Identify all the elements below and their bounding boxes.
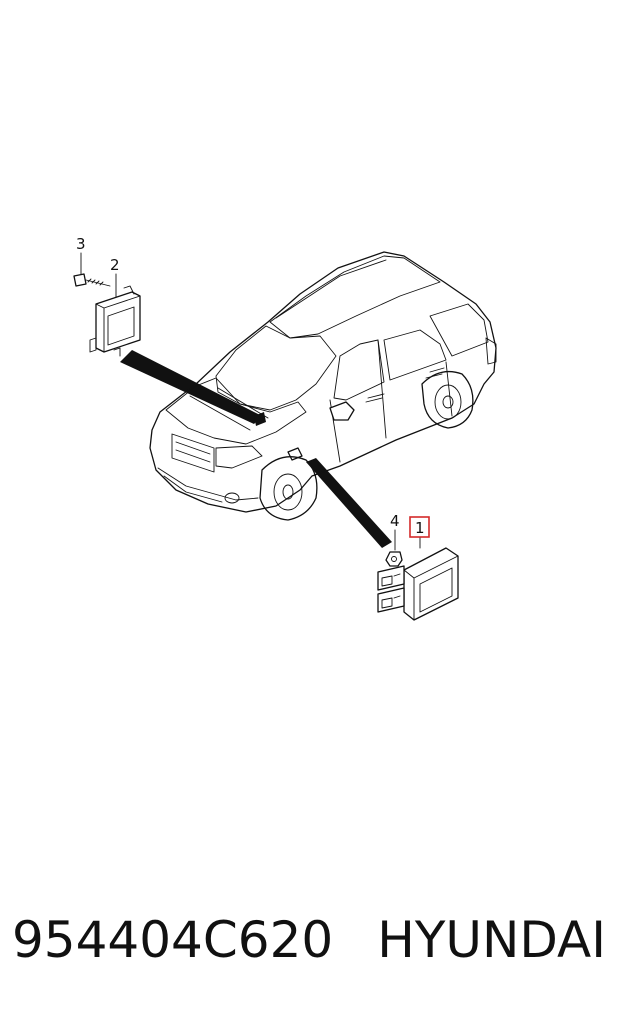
callout-2-label: 2 xyxy=(110,256,120,274)
brand-name: HYUNDAI xyxy=(377,911,606,969)
callout-3[interactable]: 3 xyxy=(76,235,86,253)
nut-part xyxy=(385,551,403,567)
pointer-arrow-upper xyxy=(120,350,262,424)
callout-2[interactable]: 2 xyxy=(110,256,120,274)
callout-4-label: 4 xyxy=(390,512,400,530)
vehicle-suv xyxy=(149,251,497,521)
bracket-part xyxy=(89,285,141,357)
part-number: 954404C620 xyxy=(12,911,334,969)
bolt-part xyxy=(73,273,111,287)
caption-bar: 954404C620 HYUNDAI xyxy=(0,900,620,980)
callout-4[interactable]: 4 xyxy=(390,512,400,530)
callout-1-highlight-box xyxy=(409,516,430,538)
parts-diagram: 3 2 xyxy=(73,235,497,621)
callout-1-label: 1 xyxy=(415,519,425,537)
control-module-part xyxy=(377,547,459,621)
pointer-arrow-lower xyxy=(306,458,392,548)
callout-1[interactable]: 1 xyxy=(409,516,430,538)
callout-3-label: 3 xyxy=(76,235,86,253)
